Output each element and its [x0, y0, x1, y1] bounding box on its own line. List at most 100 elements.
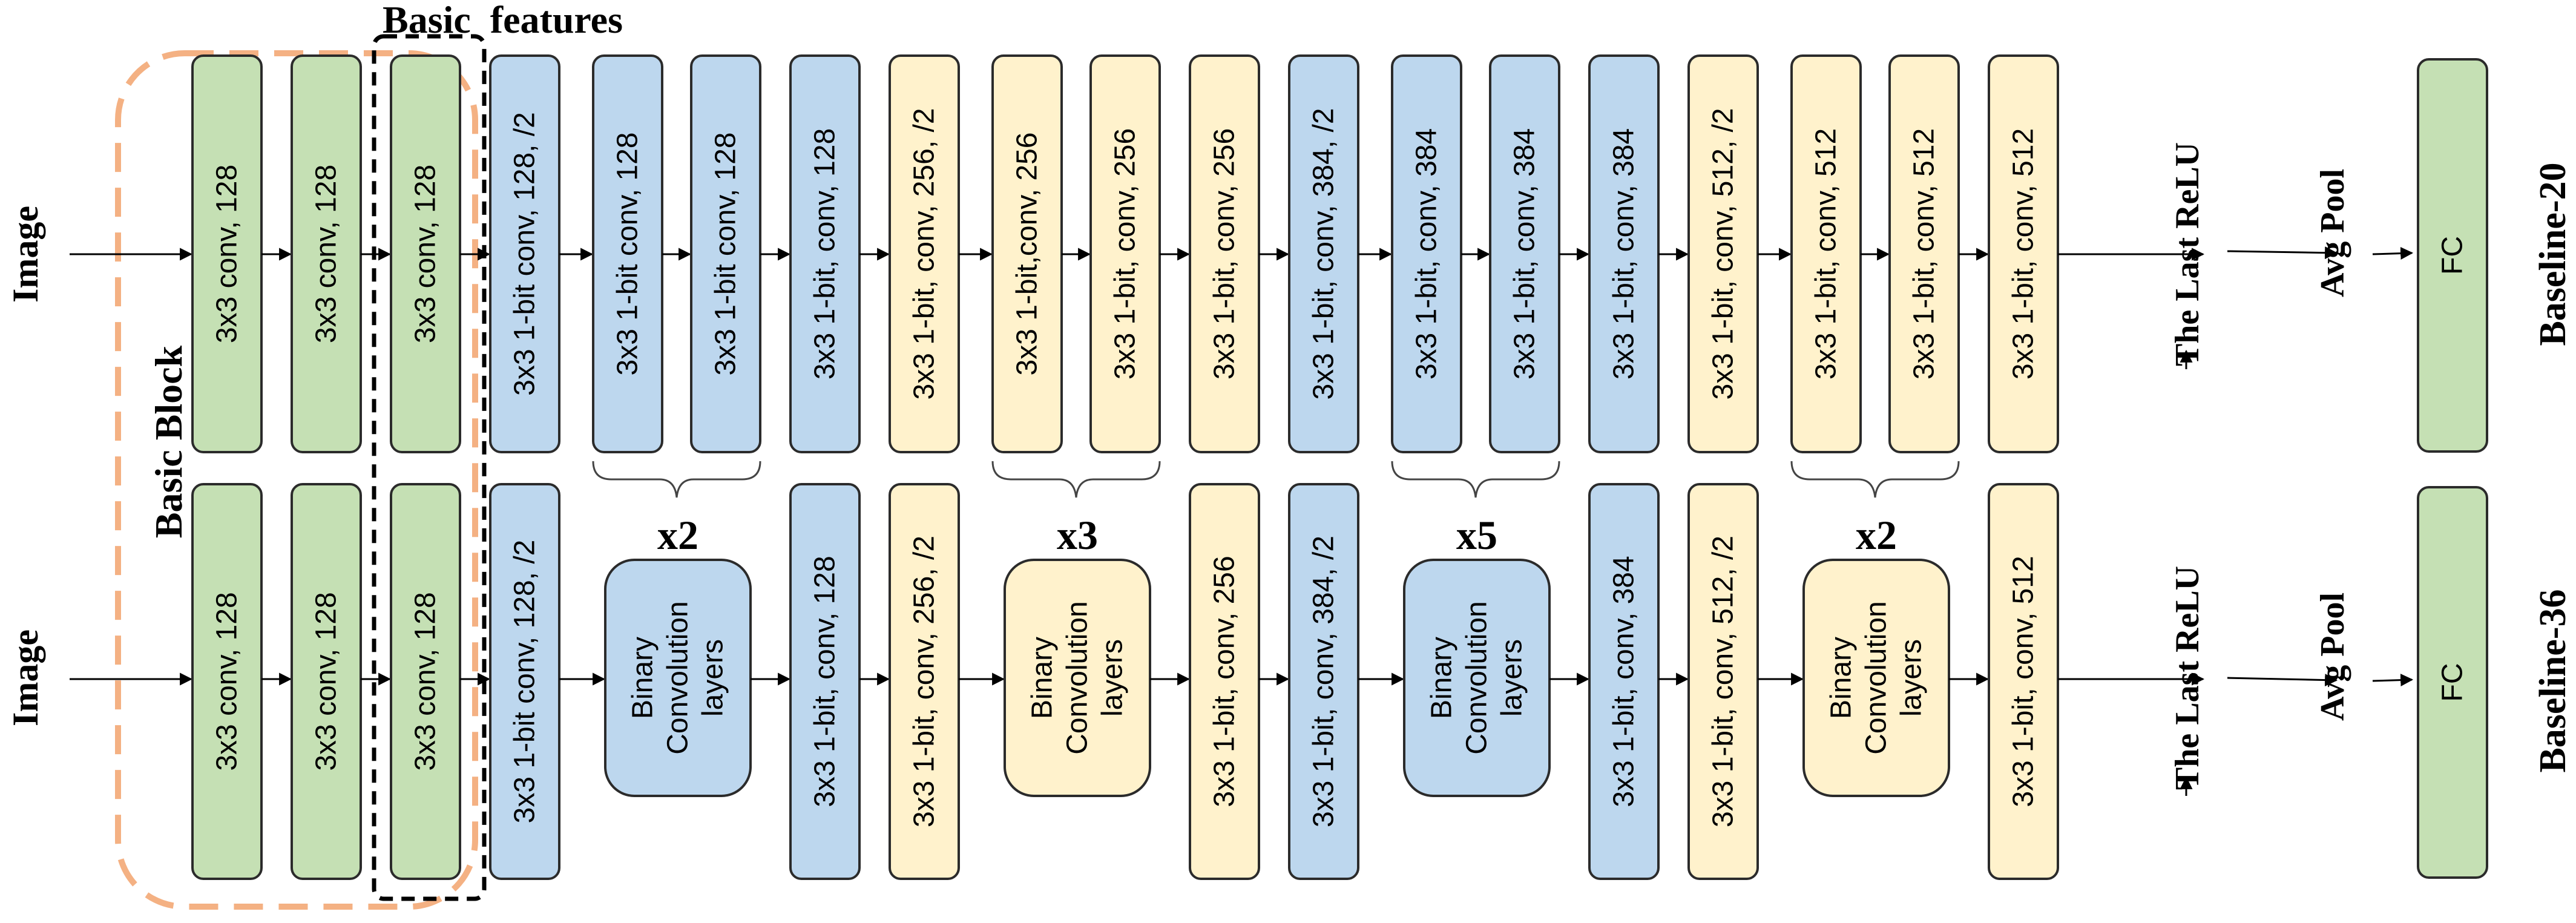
binary-group-2-repeat: x3: [1057, 512, 1098, 558]
bottom-block-2-label: 3x3 conv, 128: [310, 592, 343, 770]
top-block-9: 3x3 1-bit,conv, 256: [991, 54, 1063, 453]
bottom-block-11-box: [1988, 483, 2059, 880]
top-block-7: 3x3 1-bit, conv, 128: [789, 54, 861, 453]
binary-group-1-label_line2: Convolution: [662, 601, 694, 755]
bottom-block-4-label: 3x3 1-bit conv, 128, /2: [509, 540, 541, 824]
top-block-1: 3x3 conv, 128: [191, 54, 263, 453]
bottom-block-1-label: 3x3 conv, 128: [211, 592, 243, 770]
bottom-block-3-box: [390, 483, 461, 880]
top-block-15-label: 3x3 1-bit, conv, 384: [1608, 128, 1640, 379]
bottom-block-9-label: 3x3 1-bit, conv, 384: [1608, 556, 1640, 807]
top-block-10: 3x3 1-bit, conv, 256: [1089, 54, 1161, 453]
bottom-avg-pool: Avg Pool: [2314, 593, 2351, 721]
top-block-18: 3x3 1-bit, conv, 512: [1888, 54, 1960, 453]
top-block-11: 3x3 1-bit, conv, 256: [1189, 54, 1260, 453]
brace-group-2: [991, 461, 1161, 498]
top-block-3: 3x3 conv, 128: [390, 54, 461, 453]
binary-group-4-box: [1802, 559, 1950, 797]
row-baseline-20: 3x3 conv, 128 3x3 conv, 128 3x3 conv, 128 3…: [70, 54, 2574, 453]
bottom-fc: FC: [2417, 486, 2488, 879]
brace-group-1: [592, 461, 761, 498]
bottom-block-8-box: [1288, 483, 1359, 880]
binary-group-4-label_line2: Convolution: [1861, 601, 1893, 755]
bottom-block-11-label: 3x3 1-bit, conv, 512: [2008, 556, 2040, 807]
binary-group-1-box: [604, 559, 752, 797]
top-block-17-label: 3x3 1-bit, conv, 512: [1810, 128, 1842, 379]
top-block-3-label: 3x3 conv, 128: [410, 165, 442, 343]
binary-group-2-label_line2: Convolution: [1062, 601, 1094, 755]
top-block-8-label: 3x3 1-bit, conv, 256, /2: [908, 108, 941, 399]
top-block-5-label: 3x3 1-bit conv, 128: [612, 132, 644, 375]
basic-block-outline: [115, 50, 478, 910]
top-avg-pool: Avg Pool: [2314, 169, 2351, 297]
basic-block-label: Basic Block: [147, 345, 190, 538]
bottom-model-name: Baseline-36: [2532, 589, 2574, 772]
top-arrow-to-fc: [2372, 247, 2414, 260]
binary-group-4-repeat: x2: [1856, 512, 1897, 558]
row-baseline-36: 3x3 conv, 128 3x3 conv, 128 3x3 conv, 128 3…: [70, 483, 2574, 880]
binary-group-3-label_line2: Convolution: [1461, 601, 1493, 755]
bottom-block-2: 3x3 conv, 128: [291, 483, 362, 880]
binary-group-3-box: [1403, 559, 1551, 797]
bottom-block-7: 3x3 1-bit, conv, 256: [1189, 483, 1260, 880]
top-block-2-label: 3x3 conv, 128: [310, 165, 343, 343]
top-model-name: Baseline-20: [2532, 162, 2574, 346]
bottom-block-1-box: [191, 483, 263, 880]
top-fc-box: [2417, 58, 2488, 453]
top-block-15: 3x3 1-bit, conv, 384: [1588, 54, 1660, 453]
binary-group-3-label_line1: Binary: [1426, 637, 1458, 719]
bottom-block-4: 3x3 1-bit conv, 128, /2: [489, 483, 560, 880]
bottom-fc-box: [2417, 486, 2488, 879]
bottom-block-9: 3x3 1-bit, conv, 384: [1588, 483, 1660, 880]
bottom-block-7-label: 3x3 1-bit, conv, 256: [1209, 556, 1241, 807]
top-block-8: 3x3 1-bit, conv, 256, /2: [889, 54, 960, 453]
top-block-4: 3x3 1-bit conv, 128, /2: [489, 54, 560, 453]
bottom-block-5-label: 3x3 1-bit, conv, 128: [809, 556, 841, 807]
brace-group-3: [1391, 461, 1560, 498]
binary-group-2-label_line3: layers: [1097, 639, 1129, 717]
top-block-14: 3x3 1-bit, conv, 384: [1489, 54, 1560, 453]
binary-group-4-label_line1: Binary: [1825, 637, 1858, 719]
bottom-block-10-box: [1687, 483, 1759, 880]
top-block-19: 3x3 1-bit, conv, 512: [1988, 54, 2059, 453]
binary-group-1-label_line3: layers: [697, 639, 729, 717]
top-arrow-to-pool: [2227, 246, 2338, 260]
bottom-block-11: 3x3 1-bit, conv, 512: [1988, 483, 2059, 880]
bottom-block-6-label: 3x3 1-bit, conv, 256, /2: [908, 536, 941, 827]
bottom-block-7-box: [1189, 483, 1260, 880]
binary-group-3-repeat: x5: [1456, 512, 1497, 558]
top-block-11-label: 3x3 1-bit, conv, 256: [1209, 128, 1241, 379]
bottom-block-9-box: [1588, 483, 1660, 880]
bottom-arrow-to-fc: [2372, 674, 2414, 687]
top-block-18-label: 3x3 1-bit, conv, 512: [1908, 128, 1940, 379]
basic-features-outline: [372, 34, 487, 901]
top-block-19-label: 3x3 1-bit, conv, 512: [2008, 128, 2040, 379]
top-fc-label: FC: [2437, 236, 2469, 275]
top-block-6-label: 3x3 1-bit conv, 128: [710, 132, 742, 375]
binary-group-4-label_line3: layers: [1896, 639, 1928, 717]
binary-group-3-label_line3: layers: [1496, 639, 1528, 717]
top-block-13-label: 3x3 1-bit, conv, 384: [1411, 128, 1443, 379]
bottom-fc-label: FC: [2437, 663, 2469, 702]
top-block-1-label: 3x3 conv, 128: [211, 165, 243, 343]
bottom-block-3: 3x3 conv, 128: [390, 483, 461, 880]
top-block-7-label: 3x3 1-bit, conv, 128: [809, 128, 841, 379]
bottom-block-5: 3x3 1-bit, conv, 128: [789, 483, 861, 880]
top-block-5: 3x3 1-bit conv, 128: [592, 54, 663, 453]
bottom-block-5-box: [789, 483, 861, 880]
bottom-block-10-label: 3x3 1-bit, conv, 512, /2: [1707, 536, 1740, 827]
top-block-14-label: 3x3 1-bit, conv, 384: [1509, 128, 1541, 379]
bottom-last-relu: The Last ReLU: [2169, 566, 2206, 790]
top-last-relu: The Last ReLU: [2169, 142, 2206, 366]
top-block-16: 3x3 1-bit, conv, 512, /2: [1687, 54, 1759, 453]
top-fc: FC: [2417, 58, 2488, 453]
top-block-6: 3x3 1-bit conv, 128: [690, 54, 761, 453]
basic-features-label: Basic features: [383, 0, 623, 41]
binary-group-1-repeat: x2: [657, 512, 698, 558]
top-block-17: 3x3 1-bit, conv, 512: [1790, 54, 1862, 453]
bottom-block-10: 3x3 1-bit, conv, 512, /2: [1687, 483, 1759, 880]
